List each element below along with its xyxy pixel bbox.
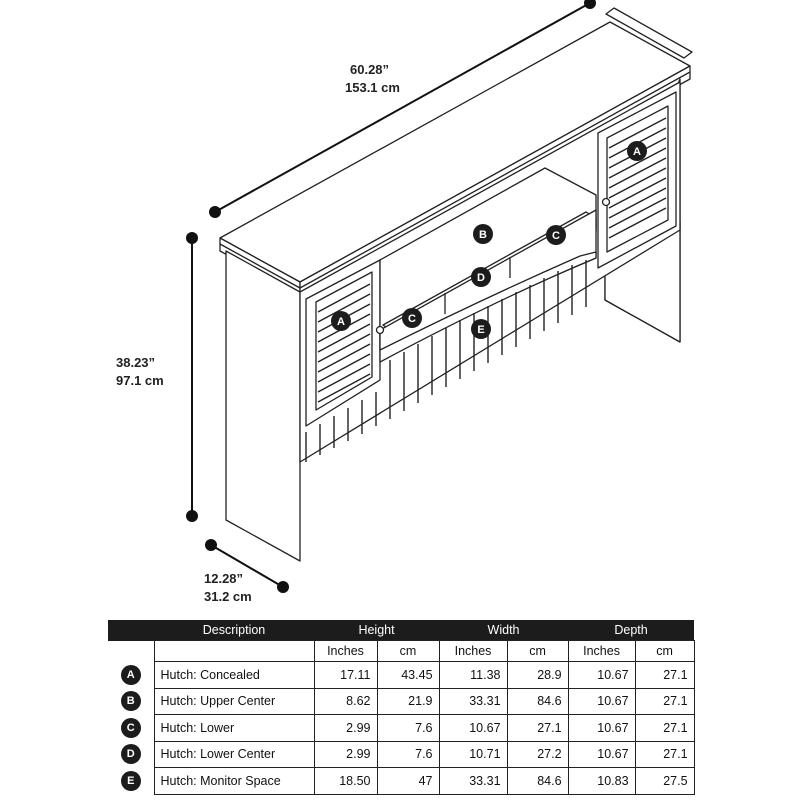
svg-text:E: E bbox=[477, 324, 484, 336]
row-depth-cm: 27.1 bbox=[634, 740, 695, 768]
row-width-inches: 11.38 bbox=[438, 661, 508, 689]
row-height-cm: 21.9 bbox=[376, 687, 440, 715]
svg-text:C: C bbox=[552, 230, 560, 242]
row-description: Hutch: Lower bbox=[153, 714, 315, 742]
svg-text:B: B bbox=[479, 229, 487, 241]
row-badge: C bbox=[120, 717, 141, 738]
row-width-inches: 10.67 bbox=[438, 714, 508, 742]
row-height-inches: 2.99 bbox=[313, 714, 378, 742]
row-description: Hutch: Monitor Space bbox=[153, 767, 315, 795]
table-row: E Hutch: Monitor Space 18.50 47 33.31 84… bbox=[108, 767, 695, 795]
height-inches-label: 38.23” bbox=[116, 355, 155, 370]
row-depth-inches: 10.67 bbox=[567, 714, 636, 742]
row-height-inches: 8.62 bbox=[313, 687, 378, 715]
depth-cm-label: 31.2 cm bbox=[204, 589, 252, 604]
header-height: Height bbox=[314, 620, 440, 641]
width-inches-label: 60.28” bbox=[350, 62, 389, 77]
row-height-cm: 43.45 bbox=[376, 661, 440, 689]
dimensions-table: Description Height Width Depth Inches cm… bbox=[108, 620, 695, 795]
row-height-inches: 2.99 bbox=[313, 740, 378, 768]
callout-a-right: A bbox=[627, 141, 647, 161]
header-width: Width bbox=[439, 620, 569, 641]
row-badge: D bbox=[120, 744, 141, 765]
svg-text:A: A bbox=[337, 316, 345, 328]
row-depth-cm: 27.5 bbox=[634, 767, 695, 795]
height-cm-label: 97.1 cm bbox=[116, 373, 164, 388]
row-width-cm: 84.6 bbox=[506, 687, 569, 715]
table-row: D Hutch: Lower Center 2.99 7.6 10.71 27.… bbox=[108, 740, 695, 768]
row-height-inches: 18.50 bbox=[313, 767, 378, 795]
row-depth-cm: 27.1 bbox=[634, 714, 695, 742]
svg-text:D: D bbox=[477, 272, 485, 284]
row-description: Hutch: Concealed bbox=[153, 661, 315, 689]
row-width-inches: 33.31 bbox=[438, 767, 508, 795]
units-blank bbox=[108, 640, 154, 662]
callout-d: D bbox=[471, 267, 491, 287]
row-height-cm: 7.6 bbox=[376, 740, 440, 768]
row-badge: B bbox=[120, 691, 141, 712]
row-depth-inches: 10.83 bbox=[567, 767, 636, 795]
row-width-cm: 27.1 bbox=[506, 714, 569, 742]
table-row: A Hutch: Concealed 17.11 43.45 11.38 28.… bbox=[108, 661, 695, 689]
units-depth-inches: Inches bbox=[567, 640, 636, 662]
row-depth-inches: 10.67 bbox=[567, 740, 636, 768]
width-cm-label: 153.1 cm bbox=[345, 80, 400, 95]
callout-a-left: A bbox=[331, 311, 351, 331]
hutch-dimension-drawing: 60.28” 153.1 cm 38.23” 97.1 cm 12.28” 31… bbox=[116, 0, 693, 604]
callout-e: E bbox=[471, 319, 491, 339]
callout-c-right: C bbox=[546, 225, 566, 245]
row-badge: E bbox=[120, 770, 141, 791]
table-row: B Hutch: Upper Center 8.62 21.9 33.31 84… bbox=[108, 687, 695, 715]
callout-c-left: C bbox=[402, 308, 422, 328]
door-louvers bbox=[317, 117, 667, 403]
row-width-inches: 10.71 bbox=[438, 740, 508, 768]
width-dimension-line bbox=[209, 0, 596, 218]
row-height-inches: 17.11 bbox=[313, 661, 378, 689]
units-depth-cm: cm bbox=[634, 640, 695, 662]
depth-dimension-line bbox=[205, 539, 289, 593]
units-width-inches: Inches bbox=[438, 640, 508, 662]
callout-b: B bbox=[473, 224, 493, 244]
units-width-cm: cm bbox=[506, 640, 569, 662]
units-height-inches: Inches bbox=[313, 640, 378, 662]
row-description: Hutch: Upper Center bbox=[153, 687, 315, 715]
row-width-inches: 33.31 bbox=[438, 687, 508, 715]
table-header-row: Description Height Width Depth bbox=[108, 620, 695, 641]
row-depth-inches: 10.67 bbox=[567, 661, 636, 689]
row-height-cm: 7.6 bbox=[376, 714, 440, 742]
units-blank-desc bbox=[153, 640, 315, 662]
row-width-cm: 84.6 bbox=[506, 767, 569, 795]
units-height-cm: cm bbox=[376, 640, 440, 662]
depth-inches-label: 12.28” bbox=[204, 571, 243, 586]
row-height-cm: 47 bbox=[376, 767, 440, 795]
header-description: Description bbox=[154, 620, 314, 641]
row-description: Hutch: Lower Center bbox=[153, 740, 315, 768]
table-units-row: Inches cm Inches cm Inches cm bbox=[108, 640, 695, 662]
table-row: C Hutch: Lower 2.99 7.6 10.67 27.1 10.67… bbox=[108, 714, 695, 742]
svg-text:C: C bbox=[408, 313, 416, 325]
row-width-cm: 28.9 bbox=[506, 661, 569, 689]
row-depth-inches: 10.67 bbox=[567, 687, 636, 715]
header-depth: Depth bbox=[568, 620, 695, 641]
back-beadboard bbox=[305, 260, 587, 462]
hutch-illustration bbox=[219, 7, 693, 562]
svg-text:A: A bbox=[633, 146, 641, 158]
row-depth-cm: 27.1 bbox=[634, 661, 695, 689]
row-width-cm: 27.2 bbox=[506, 740, 569, 768]
row-badge: A bbox=[120, 664, 141, 685]
row-depth-cm: 27.1 bbox=[634, 687, 695, 715]
header-blank bbox=[108, 620, 154, 641]
